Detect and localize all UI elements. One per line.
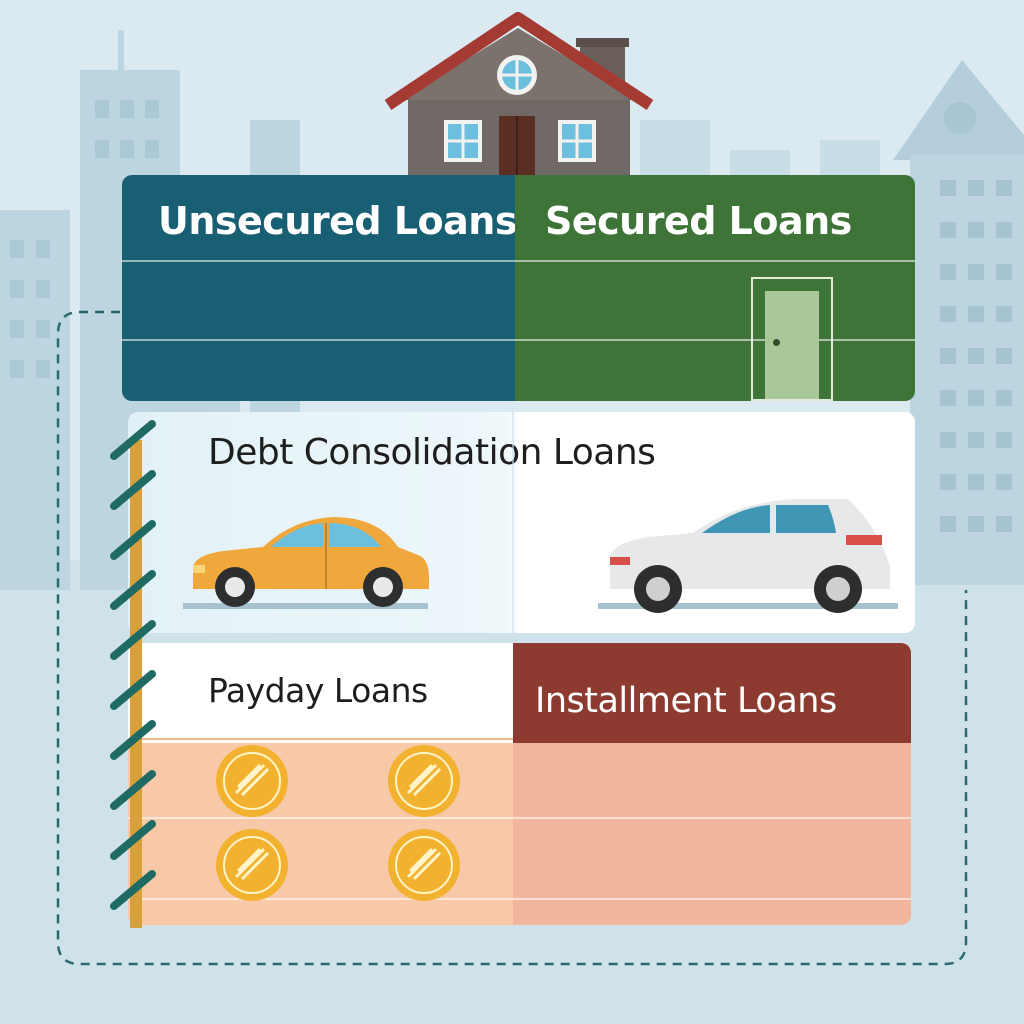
house-icon — [384, 12, 654, 178]
secured-loans-title: Secured Loans — [545, 199, 852, 243]
debt-consolidation-panel: Debt Consolidation Loans — [128, 412, 915, 633]
payday-loans-panel: Payday Loans — [128, 643, 513, 925]
debt-consolidation-title: Debt Consolidation Loans — [208, 432, 656, 473]
dashed-outline — [56, 310, 968, 966]
secured-loans-panel: Secured Loans — [515, 175, 915, 401]
notebook-spiral — [110, 420, 156, 910]
installment-loans-panel: Installment Loans — [513, 643, 911, 925]
coin-icon — [388, 829, 460, 901]
payday-loans-title: Payday Loans — [208, 671, 428, 710]
white-car-icon — [598, 499, 898, 613]
door-icon — [751, 277, 833, 401]
coin-icon — [388, 745, 460, 817]
coin-icon — [216, 745, 288, 817]
unsecured-loans-title: Unsecured Loans — [158, 199, 515, 243]
unsecured-loans-panel: Unsecured Loans — [122, 175, 515, 401]
coin-icon — [216, 829, 288, 901]
orange-car-icon — [183, 517, 429, 609]
installment-loans-title: Installment Loans — [535, 681, 837, 721]
